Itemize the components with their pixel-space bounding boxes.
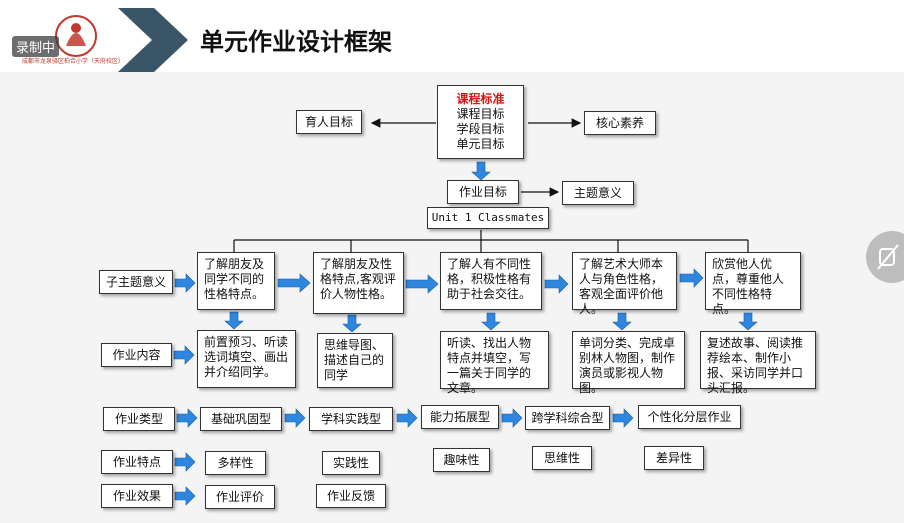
sub-theme-box: 了解朋友及同学不同的性格特点。 — [197, 252, 275, 310]
page-title: 单元作业设计框架 — [200, 28, 392, 56]
course-goal-label: 课程目标 — [456, 107, 505, 121]
homework-goal-box: 作业目标 — [447, 180, 519, 204]
homework-type-label: 作业类型 — [103, 407, 175, 431]
education-goal-box: 育人目标 — [296, 110, 362, 134]
type-box: 学科实践型 — [309, 407, 393, 431]
unit-box: Unit 1 Classmates — [427, 207, 549, 229]
type-box: 基础巩固型 — [200, 407, 282, 431]
homework-content-label: 作业内容 — [101, 343, 172, 367]
curriculum-standards-title: 课程标准 — [456, 92, 505, 106]
content-box: 单词分类、完成卓别林人物图，制作演员或影视人物图。 — [572, 331, 685, 395]
logo-caption: 成都市龙泉驿区柏合小学（天府校区） — [21, 58, 124, 65]
sub-theme-label: 子主题意义 — [99, 270, 173, 294]
content-box: 前置预习、听读选词填空、画出并介绍同学。 — [197, 330, 296, 388]
stage-goal-label: 学段目标 — [456, 122, 505, 136]
homework-effect-label: 作业效果 — [101, 484, 173, 508]
type-box: 能力拓展型 — [421, 405, 499, 429]
effect-box: 作业反馈 — [316, 484, 386, 508]
theme-meaning-box: 主题意义 — [562, 181, 634, 205]
feature-box: 趣味性 — [433, 448, 490, 472]
unit-goal-label: 单元目标 — [456, 137, 505, 151]
curriculum-standards-box: 课程标准 课程目标 学段目标 单元目标 — [437, 85, 524, 159]
homework-feature-label: 作业特点 — [101, 450, 173, 474]
sub-theme-box: 了解朋友及性格特点,客观评价人物性格。 — [313, 252, 404, 314]
sub-theme-box: 了解人有不同性格，积极性格有助于社会交往。 — [440, 252, 542, 310]
camera-toggle-button[interactable] — [866, 231, 904, 283]
feature-box: 多样性 — [205, 451, 266, 475]
effect-box: 作业评价 — [205, 485, 275, 509]
content-box: 听读、找出人物特点并填空，写一篇关于同学的文章。 — [440, 331, 549, 395]
sub-theme-box: 欣赏他人优点，尊重他人不同性格特点。 — [705, 252, 801, 316]
type-box: 跨学科综合型 — [525, 406, 610, 430]
camera-off-icon — [877, 244, 899, 270]
sub-theme-box: 了解艺术大师本人与角色性格，客观全面评价他人。 — [572, 252, 677, 316]
feature-box: 思维性 — [532, 446, 592, 470]
feature-box: 差异性 — [644, 446, 704, 470]
type-box: 个性化分层作业 — [638, 405, 741, 429]
header-chevron-icon — [118, 8, 188, 72]
recording-indicator: 录制中 — [12, 36, 60, 57]
content-box: 复述故事、阅读推荐绘本、制作小报、采访同学并口头汇报。 — [700, 331, 816, 395]
content-box: 思维导图、描述自己的同学 — [317, 333, 393, 388]
core-literacy-box: 核心素养 — [584, 111, 656, 135]
feature-box: 实践性 — [322, 451, 380, 475]
